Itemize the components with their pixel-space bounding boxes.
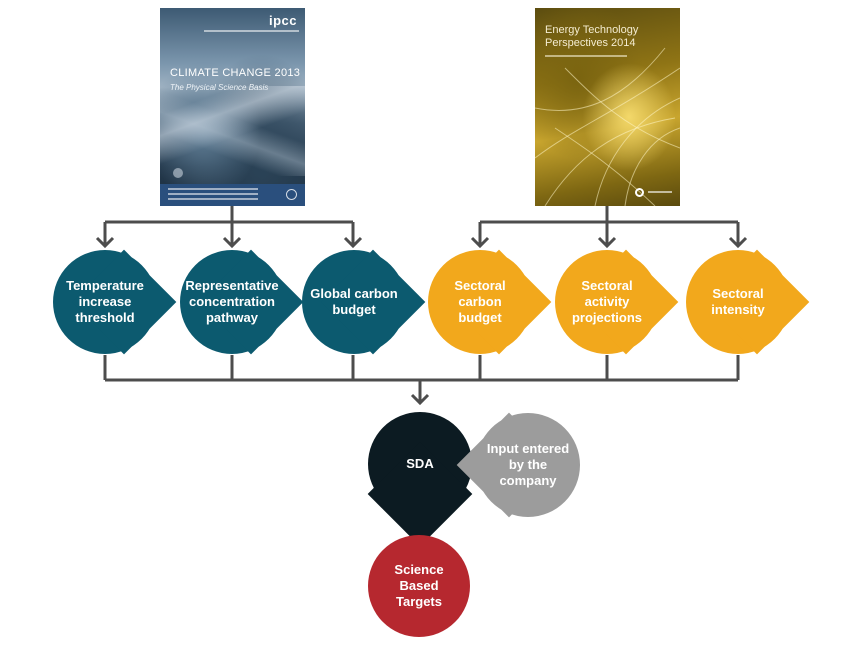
node-label: Sectoral intensity (711, 286, 765, 317)
node-company-input: Input entered by the company (456, 412, 580, 518)
node-sectoral-intensity: Sectoral intensity (686, 249, 810, 355)
ipcc-logo: ipcc (268, 13, 297, 28)
arrow-head (470, 236, 490, 249)
cover-subline (204, 30, 299, 32)
arrow-head (95, 236, 115, 249)
cover-subtitle: The Physical Science Basis (170, 83, 269, 92)
arrow-head (222, 236, 242, 249)
arrow-head (410, 393, 430, 406)
node-sda: SDA (367, 412, 473, 547)
node-label: Input entered by the company (486, 441, 570, 488)
node-sectoral-activity-projections: Sectoral activity projections (555, 249, 679, 355)
node-label: Sectoral activity projections (571, 278, 643, 325)
cover-title: Energy Technology Perspectives 2014 (545, 24, 639, 49)
cover-image (160, 86, 305, 176)
cover-footer-band (160, 184, 305, 206)
node-science-based-targets: Science Based Targets (368, 535, 470, 637)
node-sectoral-carbon-budget: Sectoral carbon budget (428, 249, 552, 355)
cover-publisher-line (648, 191, 672, 193)
cover-image (535, 47, 680, 206)
node-representative-concentration-pathway: Representative concentration pathway (180, 249, 304, 355)
etp-report-cover: Energy Technology Perspectives 2014 (535, 8, 680, 206)
node-label: Science Based Targets (394, 562, 444, 609)
un-logo-icon (286, 189, 297, 200)
arrow-head (728, 236, 748, 249)
cover-badge (173, 168, 183, 178)
node-label: SDA (406, 456, 434, 471)
node-label: Temperature increase threshold (66, 278, 144, 325)
arrow-head (597, 236, 617, 249)
ipcc-report-cover: ipcc CLIMATE CHANGE 2013 The Physical Sc… (160, 8, 305, 206)
node-label: Sectoral carbon budget (454, 278, 506, 325)
iea-logo-icon (635, 188, 644, 197)
node-label: Global carbon budget (310, 286, 398, 317)
node-temperature-increase-threshold: Temperature increase threshold (53, 249, 177, 355)
cover-title: CLIMATE CHANGE 2013 (170, 67, 301, 79)
arrow-head (343, 236, 363, 249)
node-label: Representative concentration pathway (185, 278, 279, 325)
cover-tagline (545, 55, 627, 57)
node-global-carbon-budget: Global carbon budget (302, 249, 426, 355)
